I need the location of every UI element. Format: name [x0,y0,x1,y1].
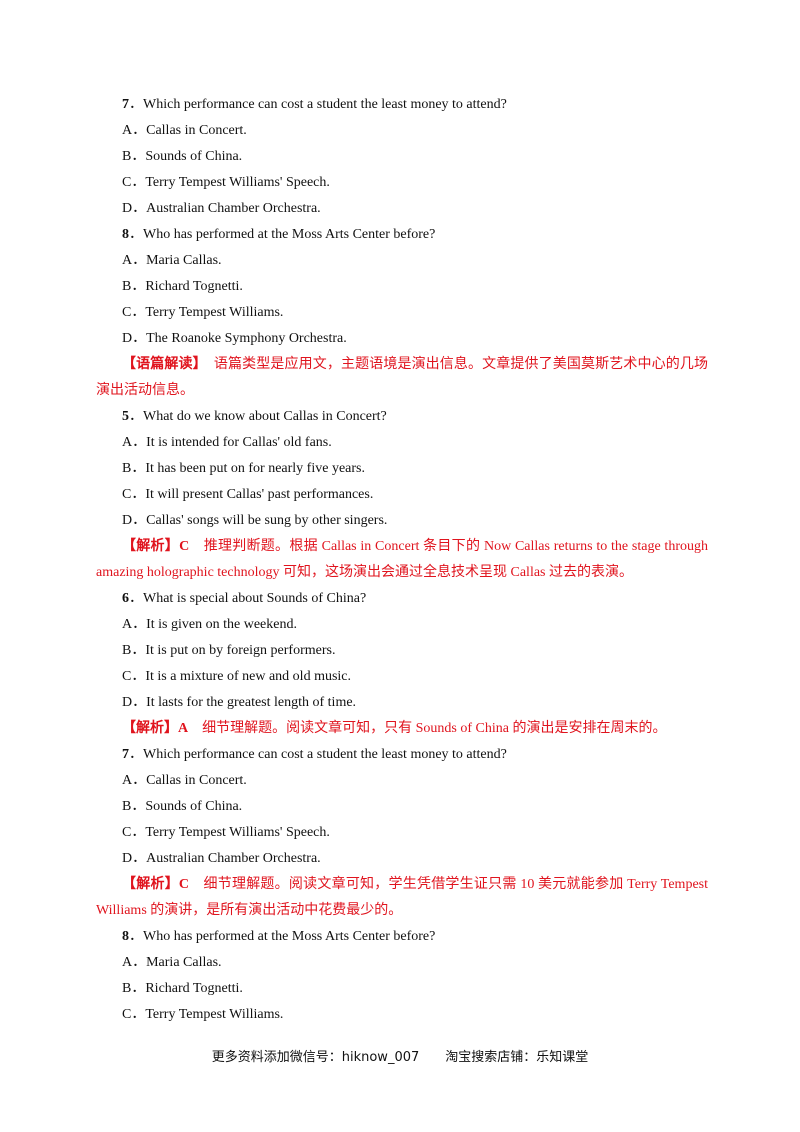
analysis-tag: 【解析】A [122,721,189,736]
answer-option: C．Terry Tempest Williams' Speech. [122,175,330,190]
question-text: ．What is special about Sounds of China? [129,591,367,606]
answer-option: C．Terry Tempest Williams. [122,305,284,320]
question-line: 6．What is special about Sounds of China? [96,586,708,612]
answer-option: B．Sounds of China. [122,149,243,164]
answer-option: A．Callas in Concert. [122,123,247,138]
page-footer: 更多资料添加微信号：hiknow_007 淘宝搜索店铺：乐知课堂 [211,1050,589,1065]
answer-option: B．It is put on by foreign performers. [122,643,336,658]
answer-option: D．Callas' songs will be sung by other si… [122,513,388,528]
answer-option: D．The Roanoke Symphony Orchestra. [122,331,347,346]
question-number: 6 [122,591,129,606]
analysis-text: 细节理解题。阅读文章可知，学生凭借学生证只需 10 美元就能参加 Terry T… [96,877,708,918]
document-content: 7．Which performance can cost a student t… [96,92,708,1028]
question-text: ．Who has performed at the Moss Arts Cent… [129,227,436,242]
answer-option: C．It is a mixture of new and old music. [122,669,352,684]
answer-option: A．It is intended for Callas' old fans. [122,435,332,450]
analysis-tag: 【解析】C [122,539,190,554]
analysis-text: 推理判断题。根据 Callas in Concert 条目下的 Now Call… [96,539,708,580]
question-line: 7．Which performance can cost a student t… [96,92,708,118]
answer-option: B．Richard Tognetti. [122,981,243,996]
analysis-text: 细节理解题。阅读文章可知，只有 Sounds of China 的演出是安排在周… [188,721,667,736]
analysis-note: 【解析】C 推理判断题。根据 Callas in Concert 条目下的 No… [96,534,708,586]
answer-option: D．It lasts for the greatest length of ti… [122,695,357,710]
answer-option: A．Callas in Concert. [122,773,247,788]
answer-option: C．It will present Callas' past performan… [122,487,374,502]
answer-option: A．It is given on the weekend. [122,617,297,632]
answer-option: B．It has been put on for nearly five yea… [122,461,365,476]
answer-option: B．Richard Tognetti. [122,279,243,294]
analysis-tag: 【解析】C [122,877,190,892]
question-number: 8 [122,929,129,944]
question-text: ．Which performance can cost a student th… [129,97,507,112]
analysis-note: 【解析】C 细节理解题。阅读文章可知，学生凭借学生证只需 10 美元就能参加 T… [96,872,708,924]
question-line: 7．Which performance can cost a student t… [96,742,708,768]
question-number: 7 [122,97,129,112]
question-number: 8 [122,227,129,242]
analysis-note: 【语篇解读】 语篇类型是应用文，主题语境是演出信息。文章提供了美国莫斯艺术中心的… [96,352,708,404]
answer-option: B．Sounds of China. [122,799,243,814]
question-line: 5．What do we know about Callas in Concer… [96,404,708,430]
analysis-text: 语篇类型是应用文，主题语境是演出信息。文章提供了美国莫斯艺术中心的几场演出活动信… [96,357,709,398]
analysis-note: 【解析】A 细节理解题。阅读文章可知，只有 Sounds of China 的演… [96,716,708,742]
answer-option: A．Maria Callas. [122,955,222,970]
answer-option: D．Australian Chamber Orchestra. [122,201,321,216]
answer-option: C．Terry Tempest Williams. [122,1007,284,1022]
question-line: 8．Who has performed at the Moss Arts Cen… [96,222,708,248]
answer-option: A．Maria Callas. [122,253,222,268]
answer-option: C．Terry Tempest Williams' Speech. [122,825,330,840]
question-text: ．What do we know about Callas in Concert… [129,409,387,424]
analysis-tag: 【语篇解读】 [122,357,200,372]
question-text: ．Which performance can cost a student th… [129,747,507,762]
question-text: ．Who has performed at the Moss Arts Cent… [129,929,436,944]
question-line: 8．Who has performed at the Moss Arts Cen… [96,924,708,950]
question-number: 7 [122,747,129,762]
answer-option: D．Australian Chamber Orchestra. [122,851,321,866]
question-number: 5 [122,409,129,424]
